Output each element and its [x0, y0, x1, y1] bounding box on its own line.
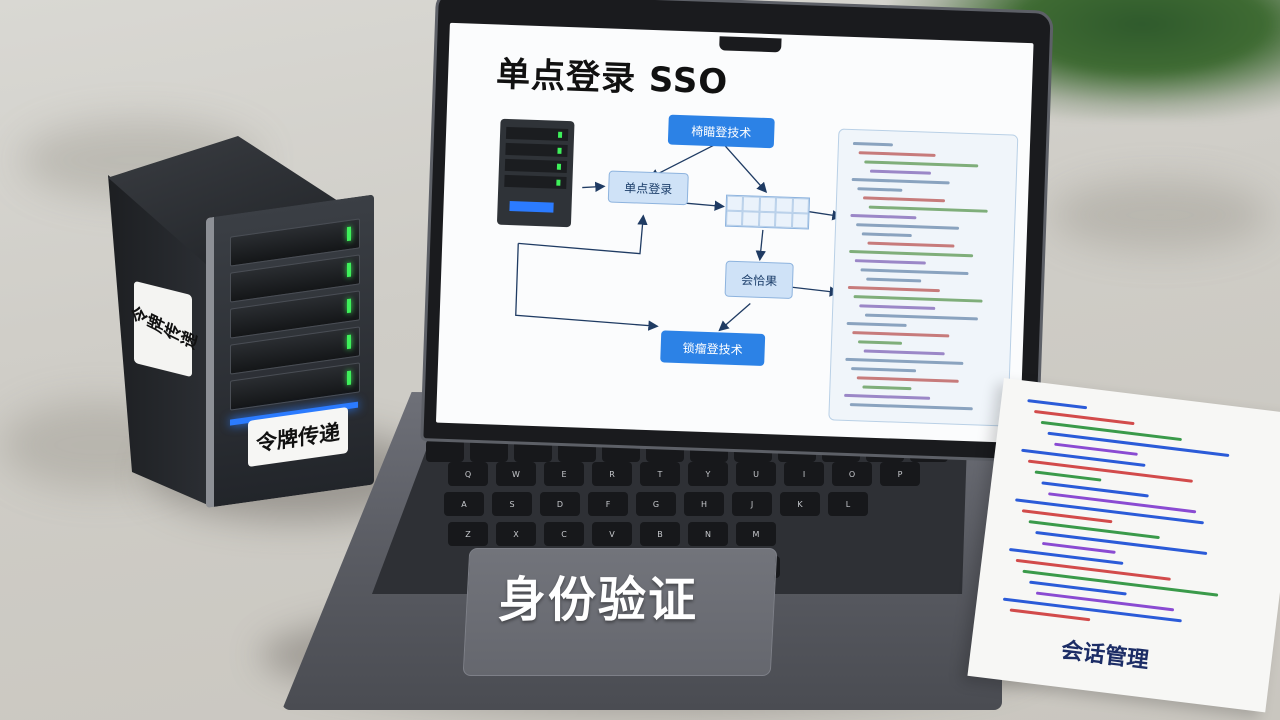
arrow-line: [788, 286, 841, 297]
code-line: [867, 241, 955, 248]
code-line: [852, 141, 893, 147]
code-line: [851, 177, 950, 185]
paper-code-line: [1009, 608, 1091, 622]
code-line: [858, 151, 936, 157]
code-line: [844, 393, 931, 400]
keyboard-key: G: [636, 492, 676, 516]
code-line: [853, 295, 983, 303]
paper-code-line: [1027, 459, 1194, 483]
sso-diagram-connectors: [515, 143, 843, 332]
arrow-line: [718, 303, 751, 332]
arrow-line: [582, 181, 606, 193]
arrow-line: [723, 144, 768, 193]
keyboard-key: [514, 440, 552, 462]
keyboard-key: D: [540, 492, 580, 516]
code-line: [849, 249, 974, 258]
server-side-label-text: 令牌传递: [127, 303, 199, 356]
keyboard-key: S: [492, 492, 532, 516]
keyboard-key: U: [736, 462, 776, 486]
keyboard-key: H: [684, 492, 724, 516]
keyboard-key: B: [640, 522, 680, 546]
laptop-lid: 单点登录 SSO: [420, 0, 1054, 463]
code-line: [869, 169, 932, 175]
arrow-line: [515, 243, 659, 331]
paper-code-line: [1035, 530, 1208, 556]
keyboard-key: W: [496, 462, 536, 486]
code-line: [860, 268, 969, 276]
keyboard-key: N: [688, 522, 728, 546]
code-panel: [828, 128, 1019, 427]
paper-code-line: [1048, 492, 1197, 514]
paper-code-line: [1028, 520, 1160, 540]
code-line: [845, 357, 964, 365]
keyboard-key: L: [828, 492, 868, 516]
code-line: [863, 349, 945, 356]
code-line: [857, 340, 903, 345]
keyboard-key: C: [544, 522, 584, 546]
keyboard-key: Y: [688, 462, 728, 486]
diagram-node-table: [724, 194, 811, 230]
laptop-screen: 单点登录 SSO: [435, 22, 1034, 443]
keyboard-key: [426, 440, 464, 462]
keyboard-key: X: [496, 522, 536, 546]
code-line: [851, 367, 917, 373]
keyboard-key: [470, 440, 508, 462]
code-line: [859, 304, 936, 310]
keyboard-key: A: [444, 492, 484, 516]
code-line: [868, 205, 988, 213]
diagram-node-sso: 单点登录: [607, 170, 689, 206]
server-front-label-text: 令牌传递: [256, 420, 340, 456]
code-line: [862, 385, 912, 391]
trackpad-label: 身份验证: [498, 572, 699, 628]
diagram-node-session: 会恰果: [724, 260, 794, 299]
code-line: [850, 213, 917, 220]
keyboard-key: F: [588, 492, 628, 516]
code-line: [863, 196, 946, 203]
code-line: [852, 331, 950, 338]
keyboard-key: J: [732, 492, 772, 516]
keyboard-key: I: [784, 462, 824, 486]
diagram-node-bottom: 锁瘤登技术: [660, 330, 766, 367]
code-line: [847, 285, 940, 293]
code-line: [854, 259, 926, 265]
paper-code-line: [1035, 591, 1175, 612]
leaf-shadow: [1050, 180, 1270, 250]
code-line: [856, 376, 959, 383]
paper-code-line: [1041, 541, 1116, 554]
code-line: [856, 223, 960, 230]
server-icon: [497, 118, 575, 228]
code-line: [864, 160, 979, 168]
paper-code-line: [1040, 420, 1182, 442]
server-side-label: 令牌传递: [127, 280, 198, 378]
arrow-line: [755, 229, 766, 262]
paper-code-line: [1034, 470, 1102, 482]
code-line: [861, 232, 912, 238]
paper-title: 会话管理: [1059, 638, 1151, 674]
keyboard-key: M: [736, 522, 776, 546]
keyboard-key: P: [880, 462, 920, 486]
code-printout: 会话管理: [967, 378, 1280, 713]
paper-code-line: [1027, 399, 1088, 410]
code-line: [849, 403, 973, 411]
code-line: [846, 321, 907, 327]
keyboard-key: T: [640, 462, 680, 486]
keyboard-key: V: [592, 522, 632, 546]
code-line: [864, 313, 978, 321]
keyboard-key: K: [780, 492, 820, 516]
code-line: [857, 187, 903, 192]
keyboard-key: Q: [448, 462, 488, 486]
arrow-line: [518, 214, 648, 255]
arrow-line: [685, 200, 725, 211]
camera-notch: [719, 36, 782, 53]
code-line: [866, 277, 922, 283]
keyboard-key: E: [544, 462, 584, 486]
keyboard-key: R: [592, 462, 632, 486]
keyboard-key: Z: [448, 522, 488, 546]
diagram-node-top: 椅瞄登技术: [667, 114, 775, 149]
keyboard-key: O: [832, 462, 872, 486]
